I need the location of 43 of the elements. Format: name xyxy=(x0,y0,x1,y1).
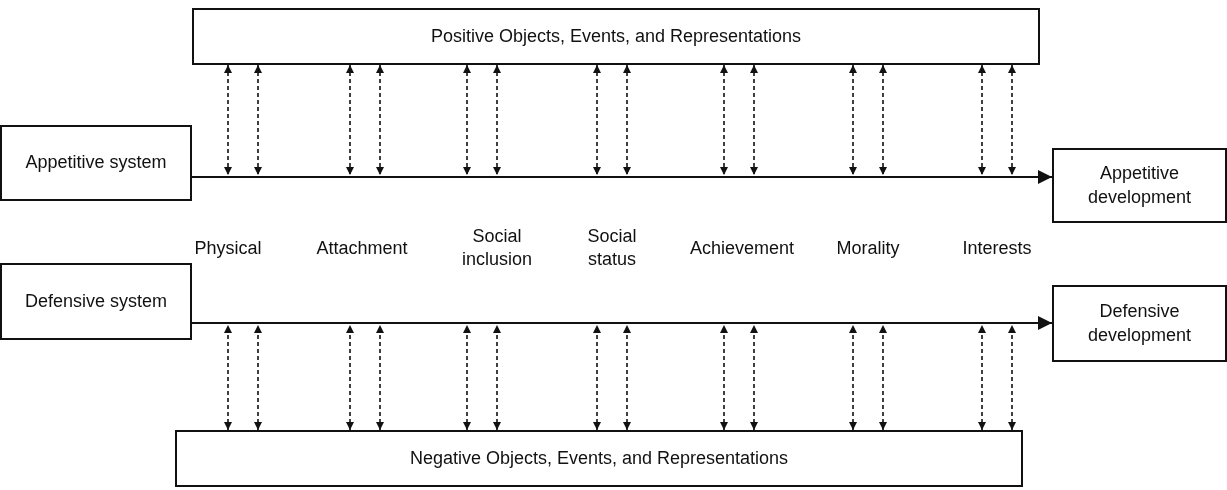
category-label: Social status xyxy=(586,224,638,271)
process-box: Positive Objects, Events, and Representations xyxy=(192,8,1040,65)
category-label: Morality xyxy=(835,236,901,260)
process-box: Defensive development xyxy=(1052,285,1227,362)
double-headed-arrow xyxy=(593,324,601,431)
arrow xyxy=(191,316,1053,330)
double-headed-arrow xyxy=(463,64,471,176)
double-headed-arrow xyxy=(493,324,501,431)
arrow xyxy=(191,170,1053,184)
double-headed-arrow xyxy=(224,64,232,176)
double-headed-arrow xyxy=(346,324,354,431)
process-box: Appetitive development xyxy=(1052,148,1227,223)
double-headed-arrow xyxy=(623,324,631,431)
double-headed-arrow xyxy=(376,324,384,431)
double-headed-arrow xyxy=(254,64,262,176)
double-headed-arrow xyxy=(849,64,857,176)
double-headed-arrow xyxy=(1008,64,1016,176)
double-headed-arrow xyxy=(346,64,354,176)
category-label: Social inclusion xyxy=(460,224,533,271)
double-headed-arrow xyxy=(224,324,232,431)
double-headed-arrow xyxy=(376,64,384,176)
double-headed-arrow xyxy=(978,324,986,431)
double-headed-arrow xyxy=(463,324,471,431)
process-box: Negative Objects, Events, and Representations xyxy=(175,430,1023,487)
process-box: Appetitive system xyxy=(0,125,192,201)
double-headed-arrow xyxy=(750,324,758,431)
double-headed-arrow xyxy=(1008,324,1016,431)
double-headed-arrow xyxy=(879,64,887,176)
process-box: Defensive system xyxy=(0,263,192,340)
category-label: Attachment xyxy=(315,236,409,260)
double-headed-arrow xyxy=(720,324,728,431)
double-headed-arrow xyxy=(720,64,728,176)
double-headed-arrow xyxy=(849,324,857,431)
double-headed-arrow xyxy=(593,64,601,176)
double-headed-arrow xyxy=(623,64,631,176)
double-headed-arrow xyxy=(879,324,887,431)
double-headed-arrow xyxy=(254,324,262,431)
double-headed-arrow xyxy=(493,64,501,176)
category-label: Achievement xyxy=(688,236,796,260)
double-headed-arrow xyxy=(750,64,758,176)
double-headed-arrow xyxy=(978,64,986,176)
category-label: Physical xyxy=(193,236,263,260)
category-label: Interests xyxy=(961,236,1033,260)
